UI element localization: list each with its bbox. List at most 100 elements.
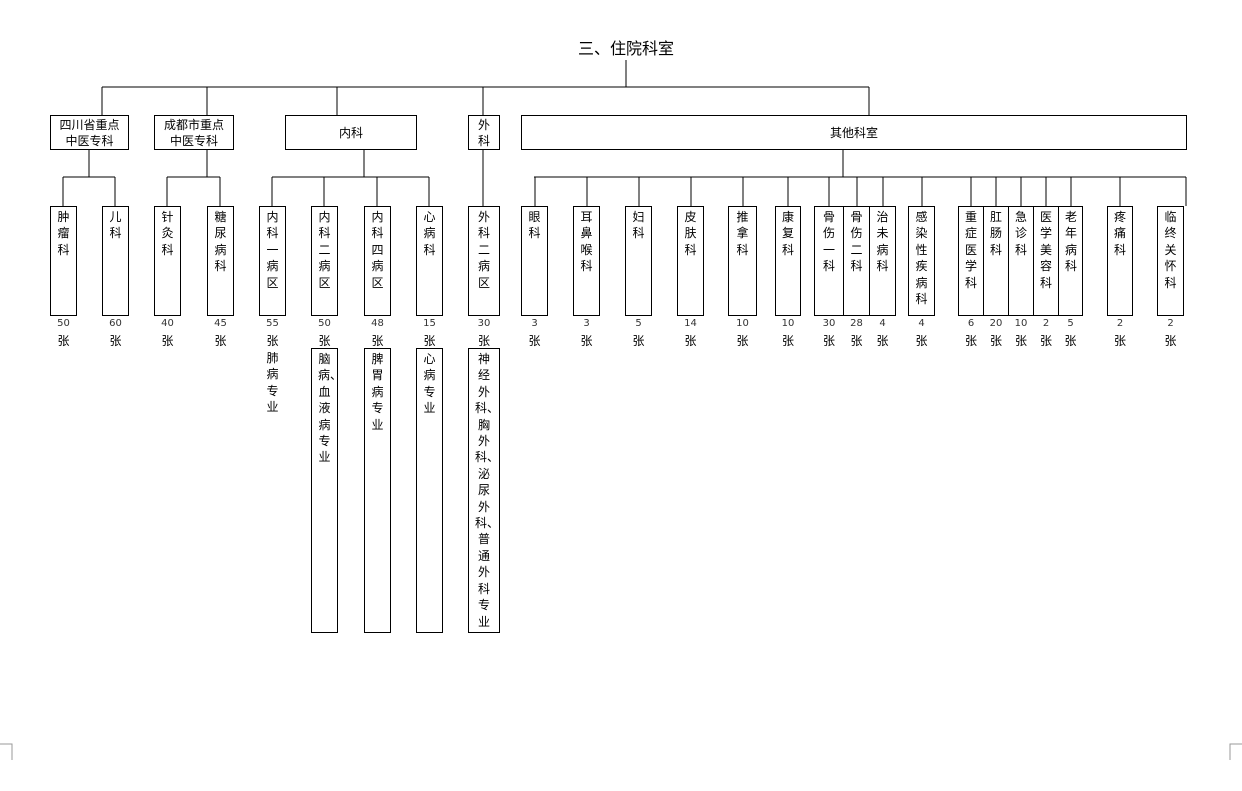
bed-count: 14 [684,318,697,329]
bed-count: 2 [1042,318,1050,329]
department-box: 肿瘤科 [50,206,77,316]
bed-count: 10 [1014,318,1028,329]
bed-count: 55 [266,318,279,329]
bed-unit: 张 [477,334,490,348]
page-corner-marks [0,743,1242,760]
department-name: 康复科 [782,210,795,257]
bed-count: 48 [371,318,384,329]
bed-count: 3 [583,318,590,329]
bed-unit: 张 [850,334,863,348]
department-name: 眼科 [528,210,541,241]
department-name: 肛肠科 [990,210,1003,257]
bed-unit: 张 [109,334,122,348]
specialty-name: 脾胃病专业 [371,352,384,432]
department-box: 治未病科 [869,206,896,316]
bed-count: 40 [161,318,174,329]
department-name: 针灸科 [161,210,174,257]
bed-count: 30 [822,318,836,329]
bed-count: 5 [1067,318,1074,329]
department-name: 骨伤二科 [850,210,863,274]
bed-unit: 张 [684,334,697,348]
group-surgery: 外科 [468,115,500,150]
department-box: 外科二病区 [468,206,500,316]
bed-unit: 张 [1039,334,1052,348]
group-sichuan-key-tcm: 四川省重点中医专科 [50,115,129,150]
bed-unit: 张 [964,334,977,348]
specialty-name: 心病专业 [423,352,436,416]
department-box: 重症医学科 [958,206,984,316]
group-label: 四川省重点中医专科 [59,117,120,148]
department-name: 皮肤科 [684,210,697,257]
department-box: 儿科 [102,206,129,316]
bed-unit: 张 [57,334,70,348]
bed-unit: 张 [781,334,794,348]
bed-unit: 张 [528,334,541,348]
chart-title: 三、住院科室 [577,39,674,58]
department-box: 肛肠科 [983,206,1009,316]
department-name: 儿科 [109,210,122,241]
department-name: 老年病科 [1065,210,1078,274]
specialty-box: 脑病、血液病专业 [311,348,342,633]
department-name: 外科二病区 [477,210,490,290]
department-name: 心病科 [423,210,436,257]
department-name: 疼痛科 [1114,210,1127,257]
department-box: 推拿科 [728,206,757,316]
department-box: 医学美容科 [1033,206,1059,316]
department-name: 耳鼻喉科 [580,210,593,274]
bed-unit: 张 [1014,334,1027,348]
bed-count: 5 [635,318,642,329]
department-name: 肿瘤科 [57,210,70,257]
bed-count: 20 [989,318,1003,329]
specialty-box: 脾胃病专业 [364,348,391,633]
specialty-name: 神经外科、胸外科、泌尿外科、普通外科专业 [475,352,500,629]
department-name: 妇科 [632,210,645,241]
bed-count: 30 [477,318,491,329]
department-name: 感染性疾病科 [915,210,928,307]
department-box: 骨伤一科 [814,206,844,316]
department-box: 疼痛科 [1107,206,1133,316]
bed-unit: 张 [1064,334,1077,348]
department-box: 感染性疾病科 [908,206,935,316]
department-name: 内科二病区 [318,210,331,290]
bed-count: 50 [318,318,331,329]
department-name: 重症医学科 [965,210,978,290]
bed-unit: 张 [822,334,835,348]
bed-unit: 张 [989,334,1002,348]
bed-count: 4 [918,318,925,329]
specialty-name: 肺病专业 [266,351,279,415]
bed-count: 10 [736,318,749,329]
department-box: 老年病科 [1058,206,1083,316]
bed-count: 6 [967,318,975,329]
bed-count: 3 [531,318,538,329]
department-box: 妇科 [625,206,652,316]
department-box: 内科二病区 [311,206,338,316]
bed-count: 28 [850,318,863,329]
department-box: 心病科 [416,206,443,316]
department-box: 针灸科 [154,206,181,316]
bed-unit: 张 [580,334,593,348]
department-name: 内科四病区 [371,210,384,290]
department-box: 骨伤二科 [843,206,870,316]
bed-count: 2 [1116,318,1124,329]
bed-count: 4 [879,318,886,329]
department-box: 康复科 [775,206,801,316]
department-name: 治未病科 [876,210,889,274]
bed-unit: 张 [632,334,645,348]
bed-unit: 张 [318,334,331,348]
department-box: 糖尿病科 [207,206,234,316]
group-label: 其他科室 [829,125,878,140]
group-label: 外科 [477,117,490,148]
bed-count: 60 [109,318,122,329]
department-box: 眼科 [521,206,548,316]
group-other-departments: 其他科室 [521,115,1187,150]
specialty-box: 心病专业 [416,348,443,633]
department-box: 皮肤科 [677,206,704,316]
department-name: 内科一病区 [266,210,279,290]
bed-unit: 张 [915,334,928,348]
bed-count: 45 [214,318,227,329]
group-chengdu-key-tcm: 成都市重点中医专科 [154,115,234,150]
bed-unit: 张 [371,334,384,348]
department-name: 推拿科 [736,210,749,257]
department-name: 急诊科 [1015,210,1028,257]
